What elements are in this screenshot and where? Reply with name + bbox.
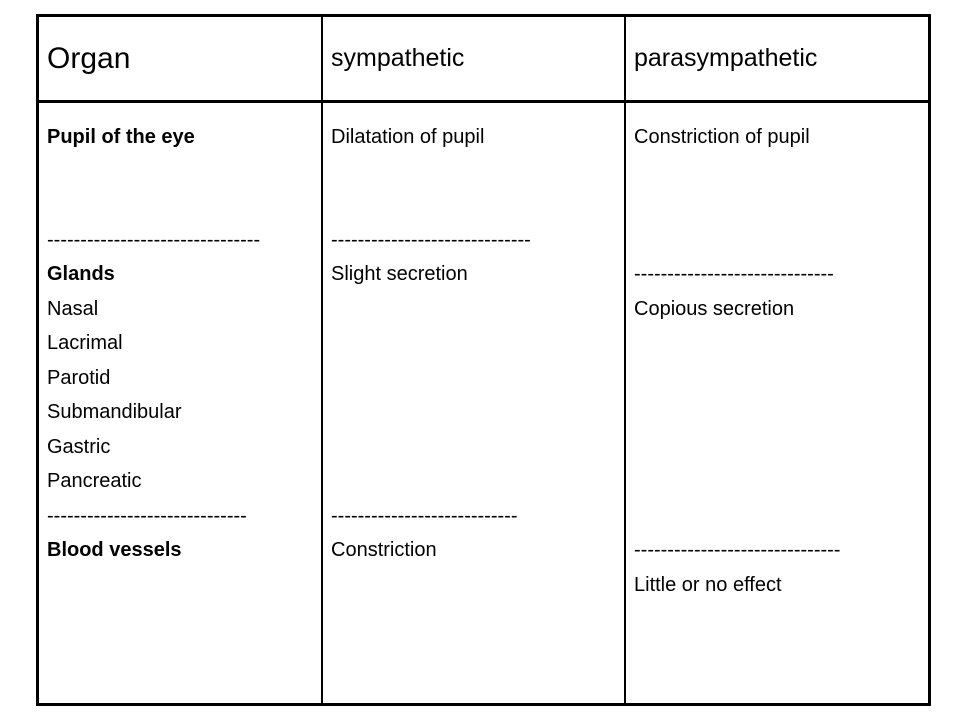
parasympathetic-glands: Copious secretion [634,298,795,320]
parasympathetic-pupil: Constriction of pupil [634,126,810,148]
organ-glands: Glands [47,263,115,285]
organ-pupil: Pupil of the eye [47,126,195,148]
sympathetic-blood-vessels: Constriction [331,539,437,561]
organ-submandibular: Submandibular [47,401,182,423]
column-divider-2 [624,17,626,703]
organ-lacrimal: Lacrimal [47,332,123,354]
parasympathetic-separator-1: ------------------------------ [634,263,834,285]
sympathetic-glands: Slight secretion [331,263,468,285]
organ-gastric: Gastric [47,436,111,458]
sympathetic-separator-1: ------------------------------ [331,229,531,251]
comparison-table: Organ sympathetic parasympathetic Pupil … [36,14,931,706]
organ-separator-1: -------------------------------- [47,229,261,251]
organ-nasal: Nasal [47,298,99,320]
column-divider-1 [321,17,323,703]
organ-parotid: Parotid [47,367,111,389]
organ-pancreatic: Pancreatic [47,470,142,492]
sympathetic-separator-2: ---------------------------- [331,505,518,527]
organ-blood-vessels: Blood vessels [47,539,182,561]
parasympathetic-blood-vessels: Little or no effect [634,574,782,596]
header-organ: Organ [47,41,131,75]
header-sympathetic: sympathetic [331,44,465,72]
header-parasympathetic: parasympathetic [634,44,818,72]
parasympathetic-separator-2: ------------------------------- [634,539,841,561]
organ-separator-2: ------------------------------ [47,505,247,527]
header-divider [39,100,928,103]
sympathetic-pupil: Dilatation of pupil [331,126,485,148]
